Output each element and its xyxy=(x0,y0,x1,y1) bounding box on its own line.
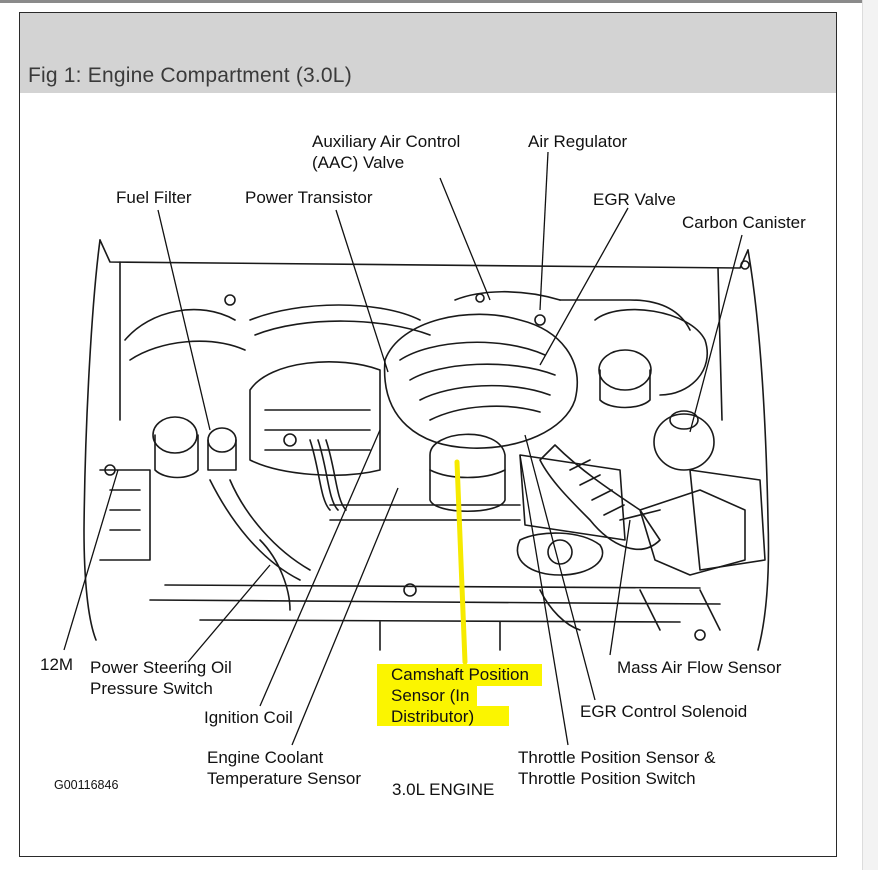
label-camshaft-line3: Distributor) xyxy=(391,707,475,726)
label-tps-line1: Throttle Position Sensor & xyxy=(518,748,716,767)
label-ignition-coil: Ignition Coil xyxy=(204,708,293,727)
label-ps-switch-line1: Power Steering Oil xyxy=(90,658,232,677)
figure-title: Fig 1: Engine Compartment (3.0L) xyxy=(28,64,352,87)
figure-title-bar: Fig 1: Engine Compartment (3.0L) xyxy=(20,13,836,93)
label-ect-line1: Engine Coolant xyxy=(207,748,324,767)
label-ect-line2: Temperature Sensor xyxy=(207,769,362,788)
camshaft-highlight-1 xyxy=(377,664,542,686)
window-top-border xyxy=(0,0,878,3)
label-fuel-filter: Fuel Filter xyxy=(116,188,192,207)
label-maf-sensor: Mass Air Flow Sensor xyxy=(617,658,782,677)
label-aac-valve-line1: Auxiliary Air Control xyxy=(312,132,461,151)
figure-ref-code: G00116846 xyxy=(54,778,119,792)
label-12m: 12M xyxy=(40,655,74,674)
label-carbon-canister: Carbon Canister xyxy=(682,213,806,232)
camshaft-highlight-2 xyxy=(377,686,477,706)
leader-lines xyxy=(63,151,743,746)
label-camshaft-line2: Sensor (In xyxy=(391,686,470,705)
label-tps-line2: Throttle Position Switch xyxy=(518,769,696,788)
scrollbar[interactable] xyxy=(862,0,878,870)
label-camshaft-line1: Camshaft Position xyxy=(391,665,529,684)
label-air-regulator: Air Regulator xyxy=(528,132,628,151)
camshaft-highlight-3 xyxy=(377,706,509,726)
label-power-transistor: Power Transistor xyxy=(245,188,373,207)
engine-illustration xyxy=(83,239,770,651)
label-ps-switch-line2: Pressure Switch xyxy=(90,679,213,698)
figure-caption: 3.0L ENGINE xyxy=(392,780,495,799)
label-egr-solenoid: EGR Control Solenoid xyxy=(580,702,748,721)
camshaft-highlight-line xyxy=(454,459,468,665)
label-egr-valve: EGR Valve xyxy=(593,190,676,209)
label-aac-valve-line2: (AAC) Valve xyxy=(312,153,405,172)
